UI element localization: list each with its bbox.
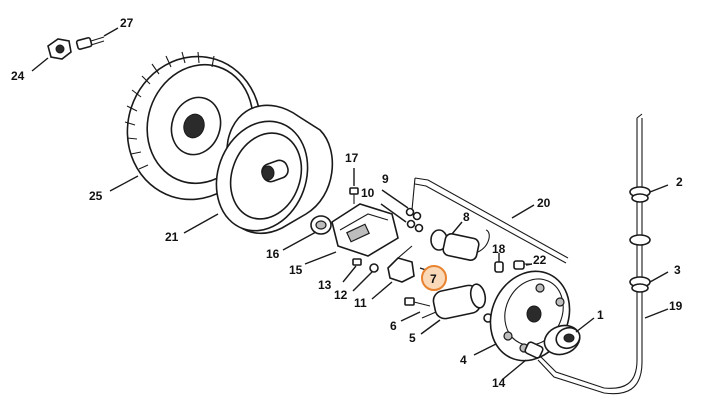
- callout-3[interactable]: 3: [674, 263, 681, 277]
- part-13-screw[interactable]: [352, 258, 362, 266]
- part-5-coil[interactable]: [421, 283, 493, 323]
- callout-5[interactable]: 5: [409, 331, 416, 345]
- callout-13[interactable]: 13: [318, 278, 332, 292]
- part-10-washer[interactable]: [406, 219, 424, 233]
- part-3-grommet[interactable]: [629, 276, 651, 293]
- part-14-cable-end[interactable]: [524, 341, 544, 359]
- part-22-screw[interactable]: [513, 260, 530, 270]
- callout-6[interactable]: 6: [390, 319, 397, 333]
- part-1-hub[interactable]: [540, 321, 583, 360]
- callout-7-highlight[interactable]: 7: [421, 265, 447, 291]
- callout-16[interactable]: 16: [266, 247, 280, 261]
- highlight-ring: [421, 265, 447, 291]
- callout-17[interactable]: 17: [345, 151, 359, 165]
- callout-15[interactable]: 15: [289, 263, 303, 277]
- part-11-contact-set[interactable]: [387, 245, 415, 283]
- part-6-screw[interactable]: [404, 297, 431, 307]
- part-16-washer[interactable]: [310, 215, 332, 235]
- leader-lines: [31, 27, 669, 380]
- callout-7[interactable]: 7: [430, 272, 437, 286]
- callout-labels: 24 27 25 21 16 15 13 12 11 17 9 10 8 20 …: [11, 16, 683, 390]
- callout-21[interactable]: 21: [165, 230, 179, 244]
- callout-25[interactable]: 25: [89, 189, 103, 203]
- callout-24[interactable]: 24: [11, 69, 25, 83]
- part-19-control-cable[interactable]: [537, 113, 643, 395]
- part-8-condenser[interactable]: [430, 229, 490, 261]
- callout-4[interactable]: 4: [460, 353, 467, 367]
- part-9-washer[interactable]: [405, 207, 422, 221]
- callout-9[interactable]: 9: [382, 172, 389, 186]
- callout-19[interactable]: 19: [669, 299, 683, 313]
- callout-11[interactable]: 11: [354, 296, 367, 310]
- part-12-washer[interactable]: [369, 263, 379, 273]
- part-17-screw[interactable]: [349, 187, 359, 204]
- part-4-stator-plate[interactable]: [476, 258, 584, 373]
- part-18-spacer[interactable]: [494, 261, 504, 273]
- callout-18[interactable]: 18: [492, 242, 506, 256]
- part-2-grommet[interactable]: [629, 186, 651, 246]
- part-20-cable[interactable]: [411, 177, 569, 264]
- part-21-drum[interactable]: [202, 104, 334, 243]
- part-27-screw[interactable]: [75, 36, 105, 50]
- callout-10[interactable]: 10: [361, 186, 375, 200]
- callout-2[interactable]: 2: [676, 175, 683, 189]
- callout-22[interactable]: 22: [533, 253, 547, 267]
- part-24-nut[interactable]: [47, 38, 72, 60]
- callout-8[interactable]: 8: [463, 210, 470, 224]
- callout-27[interactable]: 27: [120, 16, 134, 30]
- callout-1[interactable]: 1: [597, 308, 604, 322]
- callout-12[interactable]: 12: [334, 288, 348, 302]
- part-15-ignition-module[interactable]: [331, 203, 399, 257]
- callout-14[interactable]: 14: [492, 376, 506, 390]
- callout-20[interactable]: 20: [537, 196, 551, 210]
